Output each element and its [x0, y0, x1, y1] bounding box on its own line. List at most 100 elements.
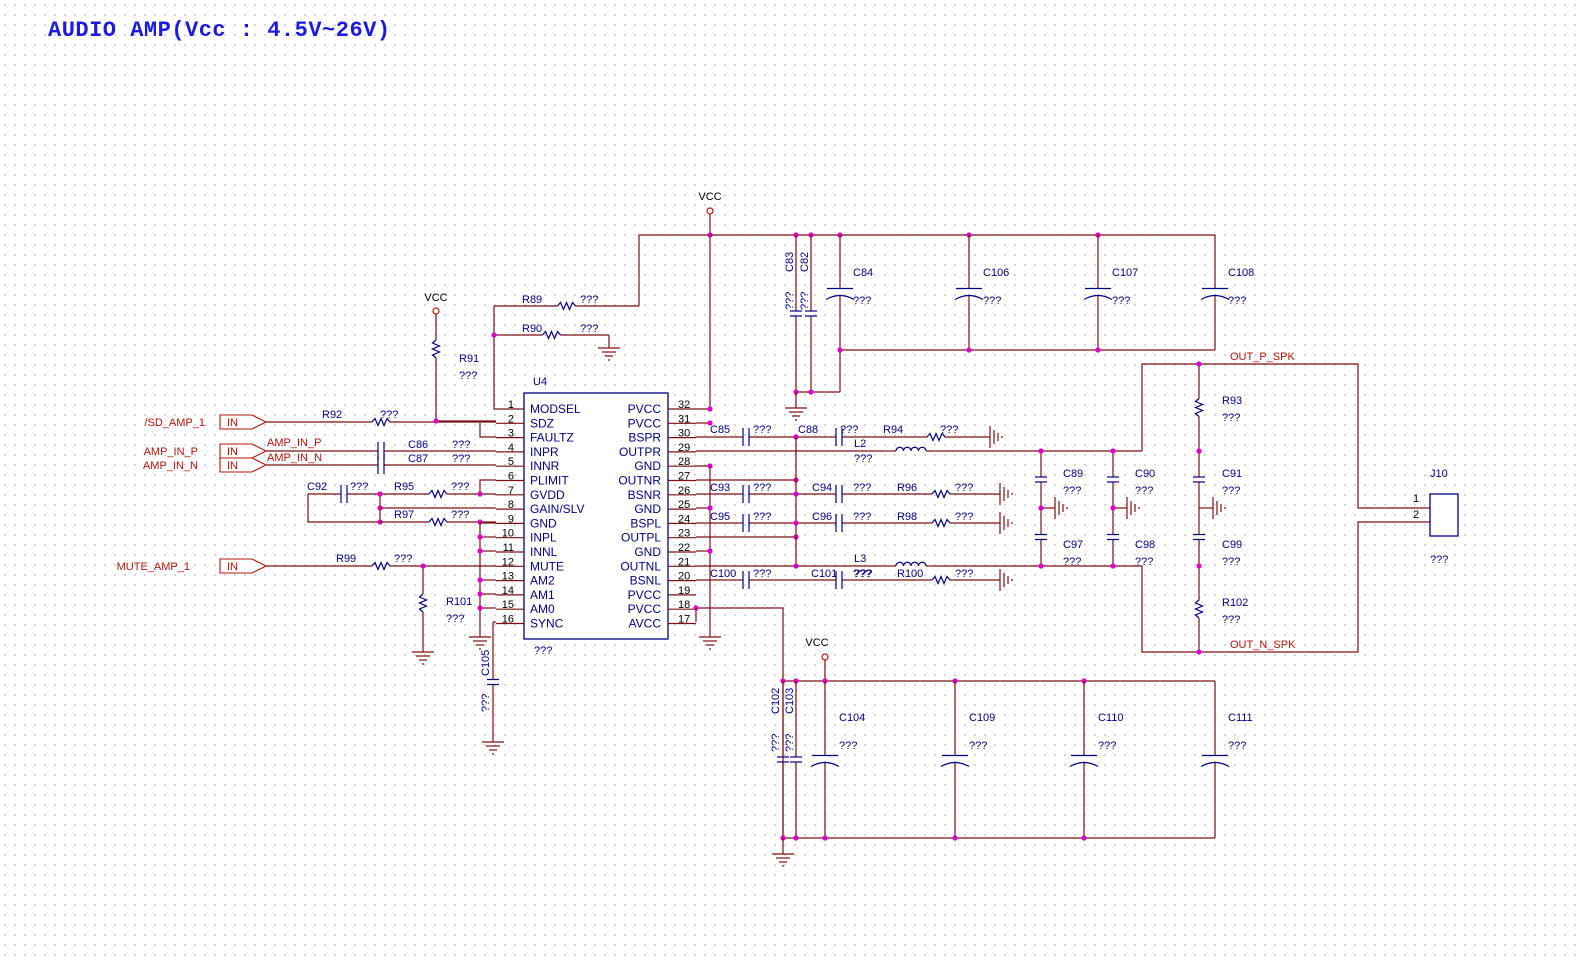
port-direction: IN [227, 417, 238, 429]
ground-symbol [482, 741, 504, 755]
capacitor-c99: C99??? [1193, 508, 1242, 568]
resistor-value: ??? [955, 482, 973, 494]
resistor-body [557, 300, 576, 312]
vcc-symbol: VCC [698, 191, 722, 215]
port-net-name: /SD_AMP_1 [144, 417, 205, 429]
capacitor-curved-plate [1083, 294, 1113, 301]
junction-dot [793, 835, 799, 841]
wire [1141, 363, 1430, 509]
capacitor-c101: C101??? [796, 568, 882, 589]
resistor-value: ??? [380, 409, 398, 421]
junction-dot [1196, 649, 1202, 655]
resistor-value: ??? [955, 568, 973, 580]
resistor-ref: R100 [897, 568, 923, 580]
ic-pin-name: AM1 [530, 588, 555, 602]
capacitor-ref: C89 [1063, 468, 1083, 480]
junction-dot [477, 491, 483, 497]
net-label: AMP_IN_N [267, 452, 322, 464]
vcc-label: VCC [698, 191, 721, 203]
ic-pin-number: 29 [678, 442, 690, 454]
capacitor-ref: C91 [1222, 468, 1242, 480]
resistor-r94: R94??? [882, 424, 990, 443]
ic-pin-number: 13 [502, 571, 514, 583]
net-label: AMP_IN_P [267, 437, 321, 449]
junction-dot [1081, 835, 1087, 841]
resistor-value: ??? [955, 511, 973, 523]
ic-pin-number: 32 [678, 399, 690, 411]
ic-pin-name: PVCC [628, 588, 662, 602]
ground-symbol [785, 407, 807, 421]
capacitor-value: ??? [983, 295, 1001, 307]
ground-symbol [1212, 497, 1226, 519]
capacitor-value: ??? [853, 511, 871, 523]
net-label: OUT_N_SPK [1230, 639, 1296, 651]
capacitor-c109: C109??? [940, 681, 995, 838]
capacitor-ref: C103 [784, 688, 796, 714]
capacitor-value: ??? [853, 568, 871, 580]
junction-dot [808, 389, 814, 395]
capacitor-ref: C85 [710, 424, 730, 436]
ic-pin-number: 15 [502, 599, 514, 611]
resistor-value: ??? [580, 323, 598, 335]
capacitor-c100: C100??? [696, 568, 796, 589]
capacitor-value: ??? [753, 482, 771, 494]
capacitor-c89: C89??? [1035, 451, 1083, 508]
ic-pin-name: BSPL [630, 516, 661, 530]
junction-dot [707, 406, 713, 412]
capacitor-c85: C85??? [696, 424, 796, 446]
capacitor-value: ??? [853, 295, 871, 307]
resistor-ref: R99 [336, 553, 356, 565]
capacitor-curved-plate [810, 761, 840, 768]
capacitor-c87: C87??? [266, 453, 496, 474]
resistor-body [931, 517, 951, 529]
capacitor-ref: C83 [784, 252, 796, 272]
ic-pin-name: OUTPR [619, 445, 661, 459]
resistor-ref: R101 [446, 596, 472, 608]
ic-pin-name: INPR [530, 445, 559, 459]
resistor-body [371, 560, 391, 572]
ic-pin-number: 20 [678, 571, 690, 583]
resistor-value: ??? [940, 424, 958, 436]
ic-pin-name: PVCC [628, 602, 662, 616]
connector-ref: J10 [1430, 468, 1448, 480]
resistor-value: ??? [394, 553, 412, 565]
capacitor-c96: C96??? [796, 511, 882, 532]
capacitor-c102: C102??? [770, 681, 789, 838]
resistor-body [1193, 599, 1205, 619]
capacitor-value: ??? [1222, 485, 1240, 497]
capacitor-value: ??? [1098, 740, 1116, 752]
wire [696, 607, 784, 838]
ic-pin-name: BSNR [628, 488, 662, 502]
ic-pin-name: BSNL [630, 574, 662, 588]
port-flag [219, 457, 268, 473]
junction-dot [707, 420, 713, 426]
ic-pin-number: 24 [678, 513, 690, 525]
resistor-value: ??? [446, 613, 464, 625]
wire [479, 522, 496, 637]
ic-pin-number: 19 [678, 585, 690, 597]
port-direction: IN [227, 561, 238, 573]
ic-pin-number: 11 [503, 542, 514, 554]
ic-pin-name: SYNC [530, 617, 564, 631]
junction-dot [822, 835, 828, 841]
capacitor-value: ??? [1135, 556, 1153, 568]
resistor-r96: R96??? [882, 482, 1000, 500]
ground-symbol [699, 636, 721, 650]
ic-pin-name: AVCC [629, 617, 662, 631]
ic-pin-number: 27 [678, 471, 690, 483]
resistor-value: ??? [451, 509, 469, 521]
resistor-ref: R102 [1222, 597, 1248, 609]
capacitor-ref: C109 [969, 712, 995, 724]
resistor-r93: R93??? [1193, 364, 1242, 451]
capacitor-c86: C86??? [266, 439, 496, 460]
ic-pin-name: INNR [530, 459, 560, 473]
capacitor-c93: C93??? [696, 482, 796, 503]
capacitor-c111: C111??? [1200, 681, 1253, 838]
capacitor-c110: C110??? [1069, 681, 1123, 838]
ic-pin-name: GND [530, 516, 557, 530]
capacitor-value: ??? [452, 453, 470, 465]
